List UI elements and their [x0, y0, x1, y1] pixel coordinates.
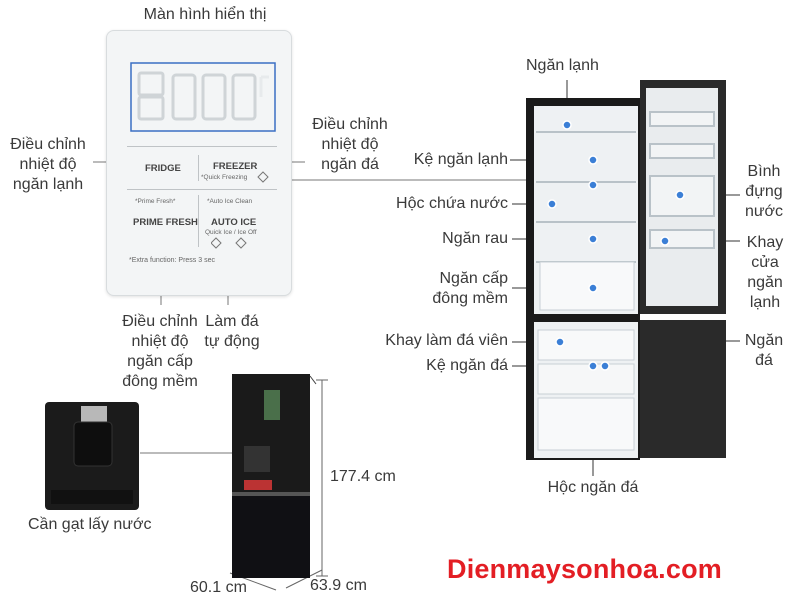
- label-fridge-compartment: Ngăn lạnh: [526, 57, 599, 74]
- label-water-box: Hộc chứa nước: [396, 195, 508, 212]
- label-freezer-drawer: Hộc ngăn đá: [547, 479, 639, 496]
- label-depth: 63.9 cm: [310, 577, 367, 594]
- label-ice-tray: Khay làm đá viên: [385, 332, 508, 349]
- label-vegetable-drawer: Ngăn rau: [442, 230, 508, 247]
- fridge-button-label[interactable]: FRIDGE: [145, 163, 181, 174]
- quick-ice-note: Quick Ice / Ice Off: [205, 229, 257, 236]
- control-panel: FRIDGE FREEZER *Quick Freezing *Prime Fr…: [106, 30, 292, 296]
- snowflake-icon: [257, 171, 269, 183]
- extra-function-note: *Extra function: Press 3 sec: [129, 257, 215, 264]
- auto-ice-clean-note: *Auto Ice Clean: [207, 198, 253, 205]
- brand-watermark[interactable]: Dienmaysonhoa.com: [447, 554, 722, 584]
- freezer-button-label[interactable]: FREEZER: [213, 161, 258, 172]
- prime-fresh-note: *Prime Fresh*: [135, 198, 176, 205]
- fridge-open-image: [526, 80, 726, 460]
- digital-display: [130, 62, 276, 132]
- prime-fresh-button-label[interactable]: PRIME FRESH: [133, 217, 198, 228]
- fridge-closed-image: [232, 374, 317, 578]
- quick-freezing-note: *Quick Freezing: [201, 174, 248, 181]
- ice-icons: [211, 237, 247, 249]
- label-fridge-shelf: Kệ ngăn lạnh: [413, 151, 508, 168]
- label-display: Màn hình hiển thị: [143, 6, 267, 23]
- label-height: 177.4 cm: [330, 468, 396, 485]
- auto-ice-button-label[interactable]: AUTO ICE: [211, 217, 257, 228]
- water-lever-image: [45, 402, 139, 510]
- label-water-lever: Cần gạt lấy nước: [28, 516, 152, 533]
- label-width: 60.1 cm: [190, 579, 247, 596]
- label-freezer-shelf: Kệ ngăn đá: [426, 357, 508, 374]
